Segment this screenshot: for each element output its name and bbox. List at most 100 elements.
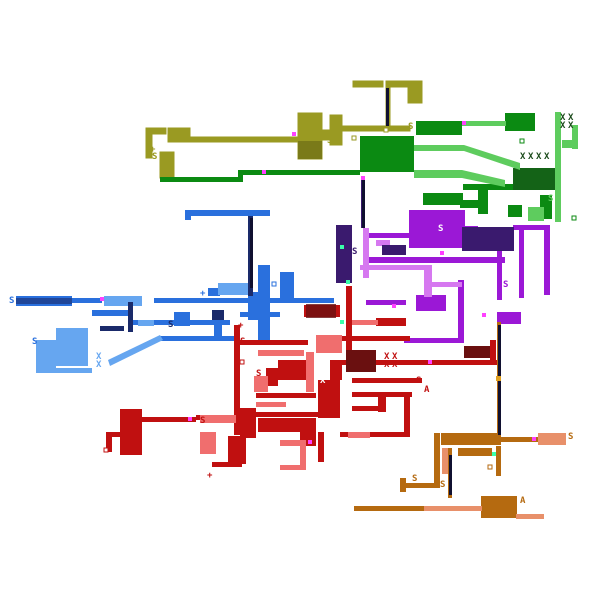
save-marker[interactable]: S [32,337,37,347]
corridor [160,336,240,341]
save-marker[interactable]: S [503,280,508,290]
room [36,340,56,372]
boss-marker[interactable]: X [384,352,390,362]
door[interactable] [428,360,432,364]
corridor [36,368,92,373]
room [280,272,294,298]
door[interactable] [340,245,344,249]
corridor [501,437,541,442]
boss-marker[interactable]: X [536,152,542,162]
room [106,432,112,452]
save-marker[interactable]: S [412,474,417,484]
room [505,113,535,131]
save-marker[interactable]: S [256,369,261,379]
boss-marker[interactable]: X [560,121,566,131]
doors [100,121,577,470]
boss-marker[interactable]: X [392,352,398,362]
save-marker[interactable]: S [438,224,443,234]
door[interactable] [188,417,192,421]
item-marker[interactable]: + [238,321,244,331]
corridor [496,446,501,476]
shaft [250,218,253,288]
start-marker[interactable]: A [520,496,526,506]
corridor [434,433,440,488]
room [297,112,323,142]
door[interactable] [262,170,266,174]
save-marker[interactable]: S [200,416,205,426]
room [346,286,352,356]
boss-marker[interactable]: X [568,121,574,131]
door[interactable] [571,215,577,221]
door[interactable] [482,313,486,317]
room [432,282,462,287]
door[interactable] [532,437,536,441]
save-marker[interactable]: S [152,152,157,162]
door[interactable] [440,251,444,255]
start-marker[interactable]: A [424,385,430,395]
door[interactable] [308,440,312,444]
door[interactable] [361,176,365,180]
save-marker[interactable]: S [240,337,245,347]
room [346,350,376,372]
room [145,127,153,159]
corridor [340,360,500,365]
door[interactable] [496,376,501,381]
door[interactable] [487,464,493,470]
room [228,436,246,464]
save-marker[interactable]: S [318,383,323,393]
save-marker[interactable]: S [416,376,421,386]
door[interactable] [383,127,389,133]
save-marker[interactable]: S [327,136,332,146]
region-purple [365,210,550,343]
door[interactable] [462,121,466,125]
boss-marker[interactable]: X [392,360,398,370]
region-light-green [414,112,578,222]
boss-marker[interactable]: X [568,113,574,123]
door[interactable] [346,280,350,284]
save-marker[interactable]: S [440,480,445,490]
olive-hatch [298,141,322,159]
corridor [352,378,422,383]
save-marker[interactable]: S [168,320,173,330]
corridor [160,177,240,182]
save-marker[interactable]: S [408,122,413,132]
boss-marker[interactable]: X [520,152,526,162]
corridor [400,483,440,488]
door[interactable] [492,452,496,456]
door[interactable] [292,132,296,136]
green-hatch [513,168,557,190]
door[interactable] [351,135,357,141]
door[interactable] [100,297,104,301]
door[interactable] [392,304,396,308]
door[interactable] [271,281,277,287]
room [330,360,342,380]
boss-marker[interactable]: X [560,113,566,123]
region-maroon [306,304,490,372]
room [562,140,576,148]
corridor [462,121,506,126]
boss-marker[interactable]: X [320,376,326,386]
door[interactable] [519,138,525,144]
region-salmon [424,433,566,519]
door[interactable] [239,359,245,365]
save-marker[interactable]: S [352,247,357,257]
save-marker[interactable]: S [548,194,553,204]
corridor [339,125,411,132]
room [256,402,286,407]
save-marker[interactable]: S [568,432,573,442]
door[interactable] [103,447,109,453]
corridor [376,240,390,246]
boss-marker[interactable]: X [544,152,550,162]
boss-marker[interactable]: X [528,152,534,162]
boss-marker[interactable]: X [96,352,102,362]
item-marker[interactable]: + [200,289,206,299]
item-marker[interactable]: + [207,471,213,481]
door[interactable] [340,320,344,324]
corridor [366,300,406,305]
boss-marker[interactable]: X [384,360,390,370]
item-marker[interactable]: + [150,145,156,155]
room [138,320,154,326]
boss-marker[interactable]: X [96,360,102,370]
save-marker[interactable]: S [9,296,14,306]
